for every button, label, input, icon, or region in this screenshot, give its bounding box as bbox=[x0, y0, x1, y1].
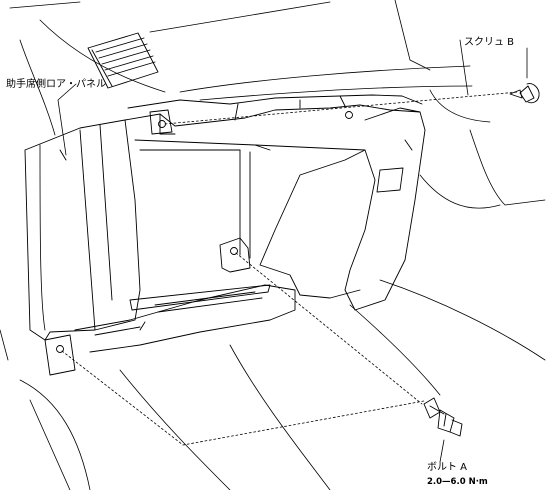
screw-b-label: スクリュ B bbox=[464, 37, 515, 48]
lower-panel bbox=[24, 94, 426, 376]
screw-b-icon bbox=[509, 83, 540, 104]
bolt-a-label: ボルト A bbox=[427, 462, 468, 473]
vent-grille bbox=[87, 32, 159, 89]
callout-lines bbox=[61, 91, 519, 446]
leader-lines bbox=[57, 47, 528, 463]
panel-label: 助手席側ロア・パネル bbox=[6, 79, 106, 90]
bolt-a-icon bbox=[423, 397, 463, 437]
torque-spec-label: 2.0—6.0 N·m bbox=[427, 477, 488, 487]
